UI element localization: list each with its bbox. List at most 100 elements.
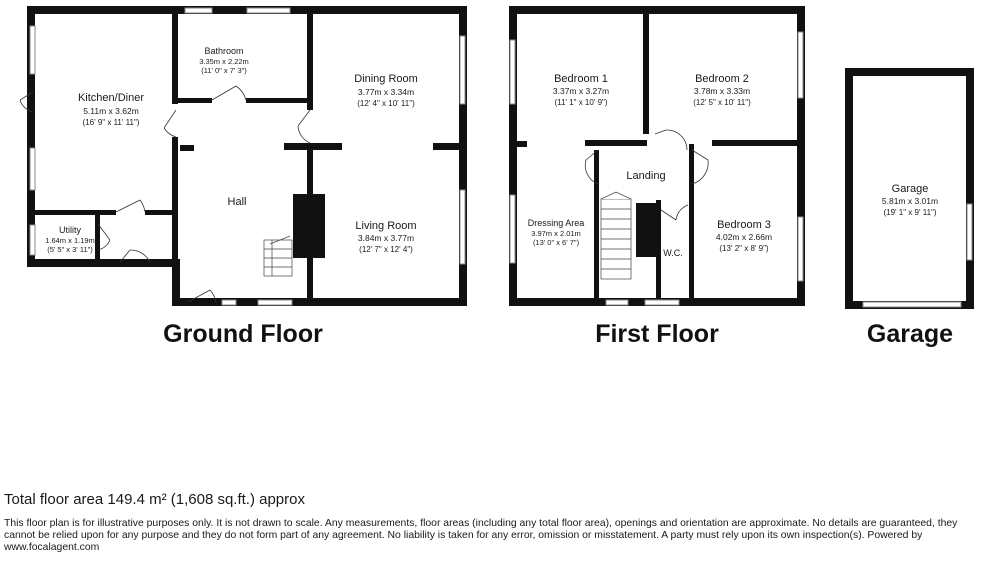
room-dimension: 3.78m x 3.33m xyxy=(694,86,750,96)
room-dimension: 3.77m x 3.34m xyxy=(358,87,414,97)
door xyxy=(654,129,688,151)
wall xyxy=(712,140,800,146)
wall xyxy=(515,141,527,147)
wall xyxy=(95,214,100,264)
room-dimension: 3.35m x 2.22m xyxy=(199,57,249,66)
floor-title: Ground Floor xyxy=(163,320,323,348)
wall xyxy=(509,6,517,305)
window xyxy=(797,216,804,282)
window xyxy=(29,147,36,191)
door xyxy=(115,199,146,213)
wall xyxy=(307,12,313,110)
room-label: Dressing Area xyxy=(528,218,585,228)
room-dimension: 3.37m x 3.27m xyxy=(553,86,609,96)
total-floor-area: Total floor area 149.4 m² (1,608 sq.ft.)… xyxy=(4,491,305,508)
room-label: Kitchen/Diner xyxy=(78,92,144,104)
door xyxy=(187,289,217,303)
door xyxy=(19,91,34,113)
window xyxy=(459,35,466,105)
wall xyxy=(246,98,310,103)
wall xyxy=(459,6,467,305)
door xyxy=(163,109,177,138)
floor-title: Garage xyxy=(867,320,953,348)
wall xyxy=(689,144,694,302)
wall xyxy=(180,145,194,151)
wall xyxy=(172,137,178,301)
ground-floor-plan: Kitchen/Diner 5.11m x 3.62m (16' 9" x 11… xyxy=(19,6,467,348)
staircase xyxy=(263,235,293,277)
wall xyxy=(845,68,974,76)
staircase xyxy=(600,191,632,280)
wall xyxy=(27,6,35,266)
room-dimension: 5.81m x 3.01m xyxy=(882,196,938,206)
room-dimension-imperial: (12' 5" x 10' 11") xyxy=(693,98,751,107)
window xyxy=(459,189,466,265)
wall xyxy=(643,12,649,134)
disclaimer-text: This floor plan is for illustrative purp… xyxy=(4,518,958,553)
wall xyxy=(433,143,463,150)
room-dimension-imperial: (13' 2" x 8' 9") xyxy=(719,244,769,253)
room-label: Landing xyxy=(626,170,665,182)
first-floor-plan: Bedroom 1 3.37m x 3.27m (11' 1" x 10' 9"… xyxy=(509,6,805,348)
window xyxy=(797,31,804,99)
wall xyxy=(31,210,116,215)
room-dimension: 1.64m x 1.19m xyxy=(45,236,95,245)
garage-plan: Garage 5.81m x 3.01m (19' 1" x 9' 11") G… xyxy=(845,68,974,348)
wall xyxy=(594,150,599,302)
room-label: Bedroom 1 xyxy=(554,73,608,85)
window xyxy=(246,7,291,14)
window xyxy=(184,7,213,14)
room-label: Living Room xyxy=(355,220,416,232)
door xyxy=(211,85,247,101)
window xyxy=(509,194,516,264)
room-label: Garage xyxy=(892,183,929,195)
wall xyxy=(585,140,647,146)
door xyxy=(691,149,709,185)
door xyxy=(97,223,111,251)
garage-door xyxy=(862,301,962,308)
room-dimension-imperial: (11' 1" x 10' 9") xyxy=(554,98,607,107)
wall xyxy=(797,6,805,305)
floor-title: First Floor xyxy=(595,320,719,348)
room-label: Hall xyxy=(228,196,247,208)
wall xyxy=(145,210,177,215)
door xyxy=(297,109,311,144)
room-dimension: 5.11m x 3.62m xyxy=(83,106,139,116)
wall xyxy=(178,98,212,103)
room-dimension-imperial: (13' 0" x 6' 7") xyxy=(533,238,580,247)
wall xyxy=(27,259,179,267)
window xyxy=(509,39,516,105)
room-dimension-imperial: (5' 5" x 3' 11") xyxy=(47,245,93,254)
wall xyxy=(636,203,658,257)
room-label: W.C. xyxy=(663,248,683,258)
wall xyxy=(509,6,805,14)
door xyxy=(584,149,599,185)
door xyxy=(660,204,689,221)
wall xyxy=(172,298,467,306)
door xyxy=(119,249,151,263)
room-dimension-imperial: (11' 0" x 7' 3") xyxy=(201,66,247,75)
window xyxy=(966,203,973,261)
room-label: Bedroom 2 xyxy=(695,73,749,85)
room-dimension-imperial: (12' 7" x 12' 4") xyxy=(359,245,413,254)
floor-plan: Kitchen/Diner 5.11m x 3.62m (16' 9" x 11… xyxy=(19,6,974,348)
wall xyxy=(656,200,661,300)
room-label: Bedroom 3 xyxy=(717,219,771,231)
room-label: Utility xyxy=(59,225,81,235)
room-label: Dining Room xyxy=(354,73,418,85)
wall xyxy=(284,143,342,150)
chimney-breast xyxy=(293,194,325,258)
room-dimension-imperial: (12' 4" x 10' 11") xyxy=(357,99,415,108)
window xyxy=(644,299,680,306)
room-label: Bathroom xyxy=(204,46,243,56)
window xyxy=(29,25,36,75)
window xyxy=(29,224,36,256)
wall xyxy=(172,12,178,104)
window xyxy=(605,299,629,306)
wall xyxy=(845,68,853,308)
room-dimension-imperial: (16' 9" x 11' 11") xyxy=(83,118,140,127)
window xyxy=(221,299,237,306)
room-dimension: 4.02m x 2.66m xyxy=(716,232,772,242)
room-dimension: 3.97m x 2.01m xyxy=(531,229,581,238)
window xyxy=(257,299,293,306)
